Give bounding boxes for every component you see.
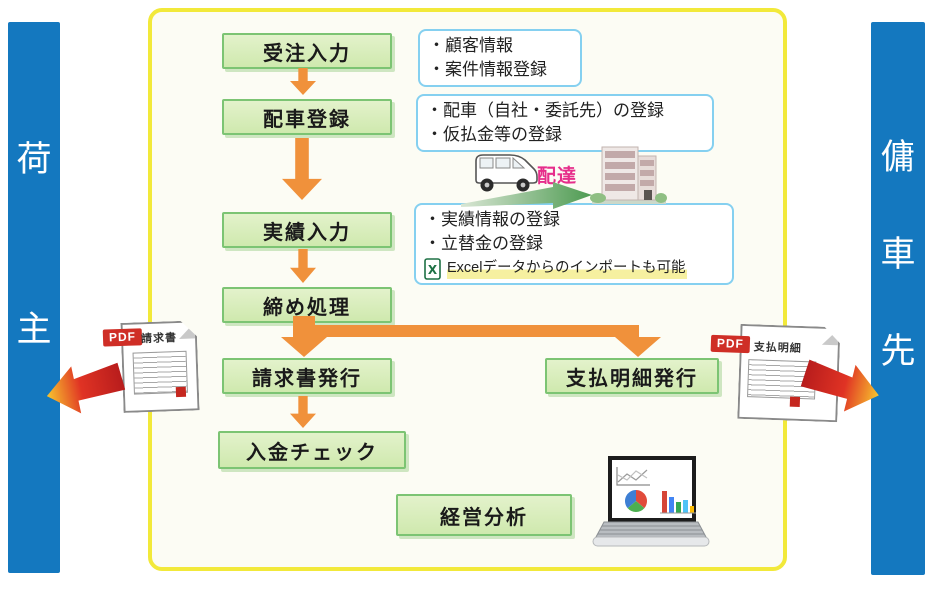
annotation-line: ・顧客情報 <box>428 36 513 55</box>
step-order-entry: 受注入力 <box>222 33 392 69</box>
step-results-entry: 実績入力 <box>222 212 392 248</box>
doc-stamp <box>175 386 187 398</box>
step-management-analysis: 経営分析 <box>396 494 572 536</box>
annotation-line: ・案件情報登録 <box>428 59 547 79</box>
pdf-badge: PDF <box>710 334 751 354</box>
shipper-char-1: 荷 <box>16 140 52 179</box>
carrier-char-2: 車 <box>880 235 916 274</box>
annotation-line: ・配車（自社・委託先）の登録 <box>426 101 664 120</box>
annotation-line: ・実績情報の登録 <box>424 210 560 229</box>
pdf-badge: PDF <box>102 328 143 347</box>
payment-doc-title: 支払明細 <box>753 341 802 355</box>
carrier-char-1: 傭 <box>880 138 916 177</box>
excel-note-line: X Excelデータからのインポートも可能 <box>424 257 724 280</box>
invoice-doc-title: 請求書 <box>140 332 178 346</box>
step-invoice-issue: 請求書発行 <box>222 358 392 394</box>
carrier-char-3: 先 <box>880 332 916 371</box>
excel-note-text: Excelデータからのインポートも可能 <box>447 258 688 279</box>
step-payment-check: 入金チェック <box>218 431 406 469</box>
annotation-results: ・実績情報の登録 ・立替金の登録 X Excelデータからのインポートも可能 <box>414 203 734 285</box>
delivery-van-icon <box>475 154 538 192</box>
building-icon <box>590 146 667 204</box>
step-dispatch-register: 配車登録 <box>222 99 392 135</box>
delivery-arrow-icon <box>461 182 592 209</box>
delivery-label: 配達 <box>537 166 578 187</box>
page-fold <box>179 322 196 339</box>
carrier-bar: 傭 車 先 <box>871 22 925 575</box>
excel-icon: X <box>424 257 441 280</box>
payment-out-arrow <box>800 359 879 412</box>
annotation-line: ・立替金の登録 <box>424 233 543 253</box>
annotation-order-entry: ・顧客情報 ・案件情報登録 <box>418 29 582 87</box>
annotation-dispatch: ・配車（自社・委託先）の登録 ・仮払金等の登録 <box>416 94 714 152</box>
page-fold <box>822 329 839 346</box>
shipper-bar: 荷 主 <box>8 22 60 573</box>
branch-arrow <box>281 316 661 357</box>
laptop-icon <box>592 456 710 547</box>
annotation-line: ・仮払金等の登録 <box>426 124 562 144</box>
svg-text:X: X <box>428 263 438 277</box>
step-payment-statement: 支払明細発行 <box>545 358 719 394</box>
shipper-char-2: 主 <box>16 310 52 349</box>
invoice-out-arrow <box>46 362 126 414</box>
